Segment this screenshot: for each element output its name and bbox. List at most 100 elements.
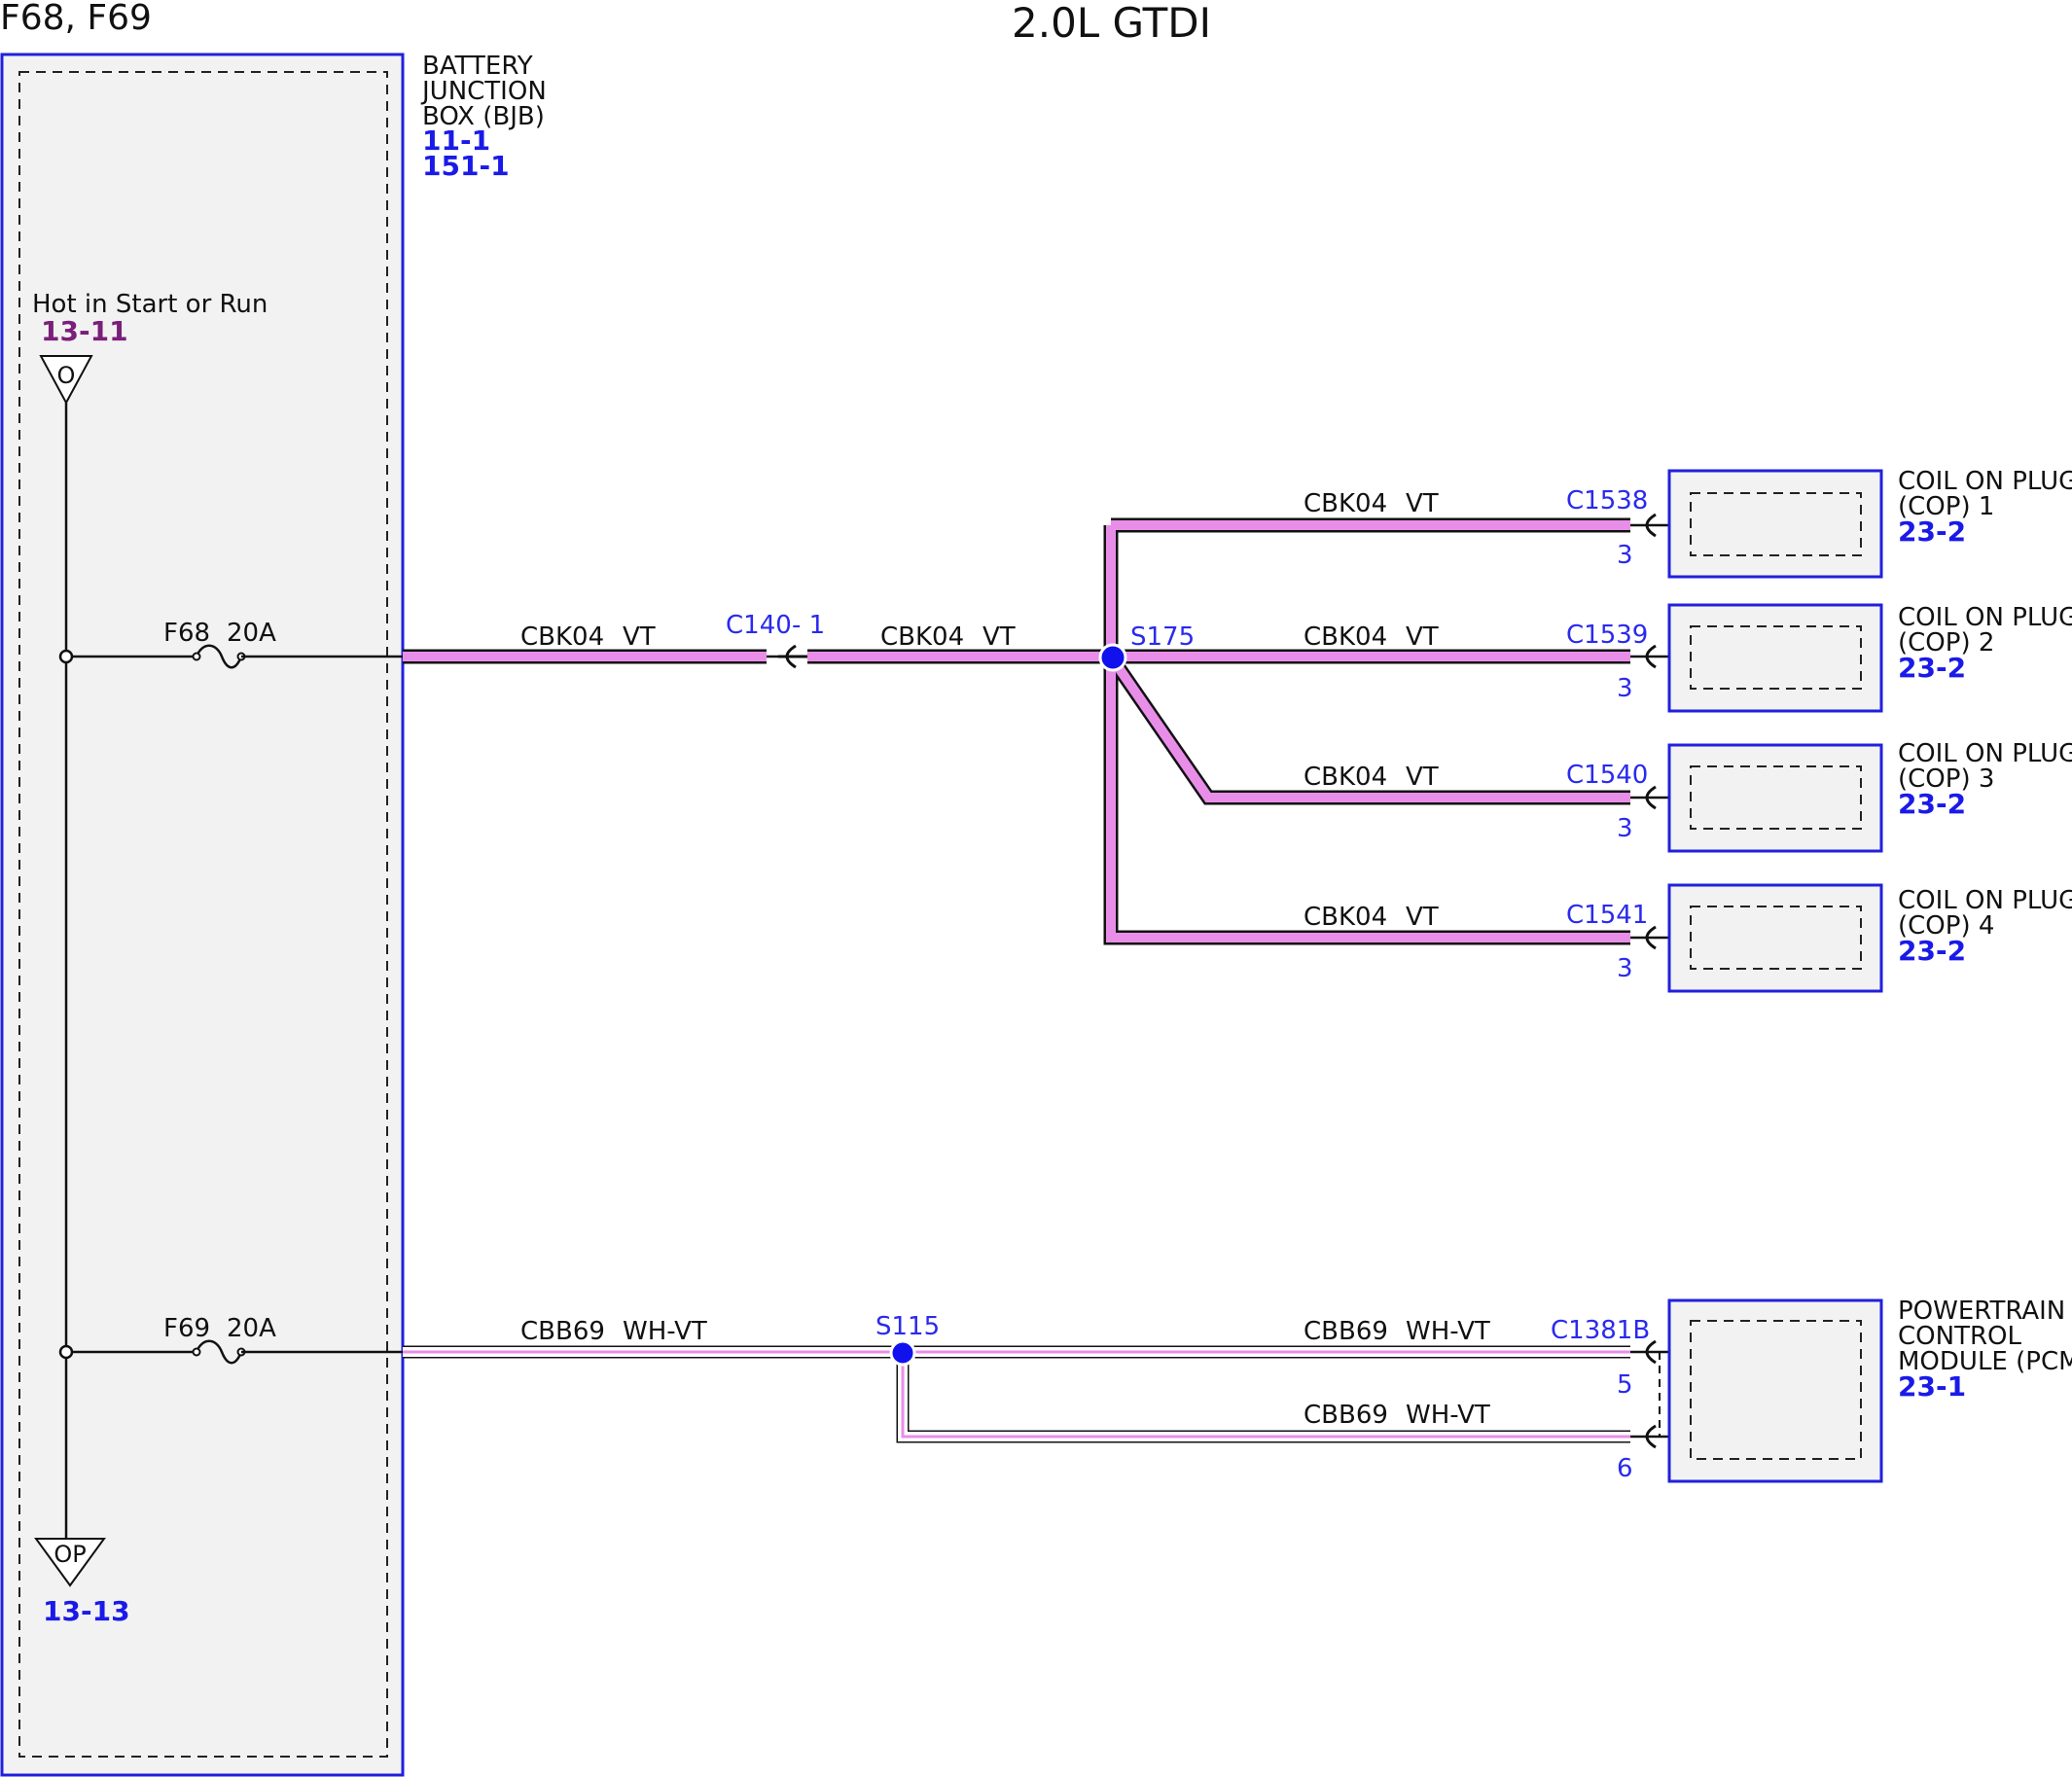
- f68-fuse-icon: [195, 644, 243, 669]
- wire-label-color: WH-VT: [1406, 1317, 1490, 1346]
- connector-arrow-icon: [1645, 513, 1657, 538]
- connector-arrow-icon: [1645, 1424, 1657, 1449]
- cop-2-module[interactable]: [1630, 603, 1883, 713]
- wire-label-circuit: CBB69: [520, 1317, 605, 1346]
- wire-label-color: WH-VT: [1406, 1401, 1490, 1430]
- f69-fuse-icon: [195, 1339, 243, 1365]
- pcm-pin-5: 5: [1617, 1370, 1633, 1400]
- s115-splice[interactable]: [889, 1339, 916, 1367]
- connector-arrow-icon: [1645, 644, 1657, 669]
- cop-1-name-line1: COIL ON PLUG: [1898, 467, 2072, 496]
- s175-splice[interactable]: [1098, 643, 1127, 672]
- cop-2-pin: 3: [1617, 674, 1633, 703]
- cop-3-name-line1: COIL ON PLUG: [1898, 739, 2072, 768]
- bjb-ref-1[interactable]: 11-1: [422, 124, 490, 157]
- bjb-name-line2: JUNCTION: [420, 77, 547, 106]
- bjb-inner-dashed: [18, 71, 388, 1758]
- cbk04-harness[interactable]: [403, 517, 1630, 945]
- wire-label-circuit: CBB69: [1304, 1317, 1388, 1346]
- cop-3-name-line2: (COP) 3: [1898, 764, 1994, 794]
- wire-label-color: VT: [1406, 903, 1439, 932]
- cop-3-module[interactable]: [1630, 743, 1883, 853]
- fuse-f68-rating: 20A: [227, 619, 276, 648]
- cbb69-harness[interactable]: [403, 1345, 1630, 1443]
- cop-1-connector[interactable]: C1538: [1566, 486, 1648, 515]
- bjb-name-line3: BOX (BJB): [422, 102, 545, 131]
- pcm-ref[interactable]: 23-1: [1898, 1370, 1966, 1403]
- connector-arrow-icon: [1645, 785, 1657, 810]
- pcm-connector[interactable]: C1381B: [1551, 1316, 1650, 1345]
- cop-3-outline: [1667, 743, 1883, 853]
- cop-3-pin: 3: [1617, 814, 1633, 843]
- cop-3-ref[interactable]: 23-2: [1898, 788, 1966, 820]
- feed-label: Hot in Start or Run: [32, 290, 268, 319]
- pcm-name-line1: POWERTRAIN: [1898, 1297, 2065, 1326]
- wire-label-color: VT: [1406, 489, 1439, 518]
- wire-label-circuit: CBK04: [1304, 622, 1387, 652]
- cop-2-outline: [1667, 603, 1883, 713]
- pcm-pin-6: 6: [1617, 1454, 1633, 1483]
- fuse-f69-id: F69: [163, 1314, 210, 1343]
- f68-terminal-icon: [192, 652, 201, 661]
- cbk04-wire-outline: [1103, 517, 1630, 945]
- cbb69-wire-stripe: [403, 1350, 1630, 1439]
- cop-4-name-line2: (COP) 4: [1898, 911, 1994, 941]
- cop-4-pin: 3: [1617, 954, 1633, 983]
- cop-2-ref[interactable]: 23-2: [1898, 652, 1966, 684]
- cop-4-outline: [1667, 883, 1883, 993]
- cop-1-module[interactable]: [1630, 469, 1883, 579]
- output-ref[interactable]: 13-13: [43, 1595, 130, 1627]
- pcm-name-line3: MODULE (PCM): [1898, 1347, 2072, 1376]
- bjb-ref-2[interactable]: 151-1: [422, 150, 510, 182]
- cop-2-name-line2: (COP) 2: [1898, 628, 1994, 657]
- cop-2-connector[interactable]: C1539: [1566, 621, 1648, 650]
- wire-label-color: VT: [1406, 763, 1439, 792]
- wire-label-color: VT: [1406, 622, 1439, 652]
- connector-arrow-icon: [1645, 1339, 1657, 1365]
- diagram-title: 2.0L GTDI: [1012, 0, 1211, 47]
- cop-4-ref[interactable]: 23-2: [1898, 935, 1966, 967]
- cop-4-name-line1: COIL ON PLUG: [1898, 886, 2072, 915]
- s175-label[interactable]: S175: [1130, 622, 1195, 652]
- cop-2-name-line1: COIL ON PLUG: [1898, 603, 2072, 632]
- cop-1-ref[interactable]: 23-2: [1898, 515, 1966, 548]
- bus-node-f68: [58, 649, 74, 664]
- pcm-outline: [1667, 1298, 1883, 1483]
- cbk04-wire-fill: [1106, 520, 1630, 942]
- s115-label[interactable]: S115: [875, 1312, 940, 1341]
- connector-arrow-icon: [1645, 925, 1657, 950]
- c140-label[interactable]: C140: [726, 611, 792, 640]
- fuse-f68-id: F68: [163, 619, 210, 648]
- cop-1-outline: [1667, 469, 1883, 579]
- fuse-f69-rating: 20A: [227, 1314, 276, 1343]
- f69-terminal-icon: [192, 1347, 201, 1357]
- output-symbol: OP: [54, 1541, 86, 1568]
- output-triangle-icon: [34, 1538, 106, 1587]
- cop-4-connector[interactable]: C1541: [1566, 901, 1648, 930]
- c140-pin: - 1: [792, 611, 825, 640]
- battery-junction-box: [0, 53, 405, 1777]
- feed-triangle-icon: [39, 355, 93, 406]
- wire-label-circuit: CBK04: [1304, 763, 1387, 792]
- cop-4-module[interactable]: [1630, 883, 1883, 993]
- fuses-header: F68, F69: [0, 0, 152, 38]
- wire-label-color: VT: [623, 622, 656, 652]
- cop-3-connector[interactable]: C1540: [1566, 761, 1648, 790]
- wire-label-color: WH-VT: [623, 1317, 707, 1346]
- bjb-outline: [0, 53, 405, 1777]
- wire-label-color: VT: [982, 622, 1016, 652]
- wire-label-circuit: CBB69: [1304, 1401, 1388, 1430]
- wire-label-circuit: CBK04: [880, 622, 964, 652]
- pcm-module[interactable]: [1630, 1298, 1883, 1483]
- cop-1-pin: 3: [1617, 541, 1633, 570]
- c140-connector-icon[interactable]: [767, 644, 807, 669]
- wire-label-circuit: CBK04: [1304, 903, 1387, 932]
- pcm-name-line2: CONTROL: [1898, 1322, 2021, 1351]
- feed-symbol: O: [57, 362, 76, 389]
- wire-label-circuit: CBK04: [1304, 489, 1387, 518]
- wire-label-circuit: CBK04: [520, 622, 604, 652]
- feed-ref[interactable]: 13-11: [41, 315, 128, 347]
- cop-1-name-line2: (COP) 1: [1898, 492, 1994, 521]
- bus-node-f69: [58, 1344, 74, 1360]
